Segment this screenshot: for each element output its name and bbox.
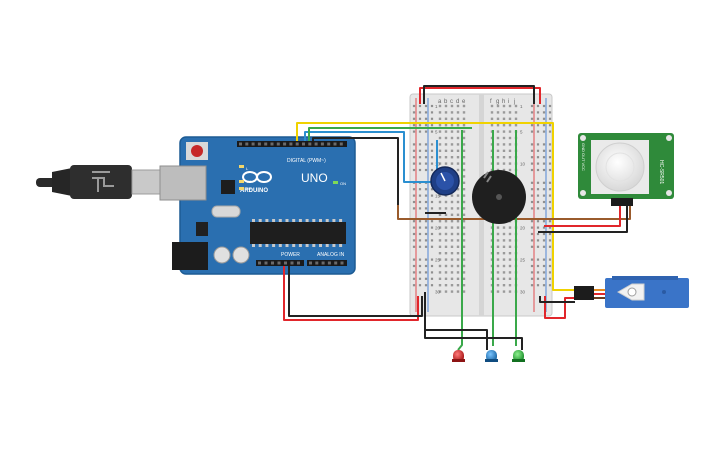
wire-black-servo (539, 296, 575, 303)
wire-red-5v (283, 266, 419, 321)
board-brand: ARDUINO (240, 188, 268, 194)
l-label: L (246, 166, 249, 171)
usb-icon (92, 171, 114, 192)
power-jack (172, 242, 208, 270)
wire-red-servo (544, 296, 575, 319)
breadboard-column-label: a (438, 99, 442, 105)
tx-label: TX (246, 179, 251, 184)
breadboard-column-label: g (496, 99, 499, 105)
atmega-chip (250, 222, 346, 244)
analog-header (307, 260, 347, 266)
breadboard-column-label: f (490, 99, 492, 105)
usb-cable (36, 165, 161, 199)
red-led (452, 350, 465, 362)
power-label: POWER (281, 252, 300, 258)
rx-label: RX (246, 186, 252, 191)
blue-led (485, 350, 498, 362)
reset-button (191, 145, 203, 157)
arduino-uno-board: ARDUINO UNO DIGITAL (PWM~) POWER ANALOG … (159, 136, 356, 275)
breadboard-row-label: 5 (520, 130, 523, 135)
pir-sensor: HC-SR501 GND OUT VCC (578, 133, 674, 206)
pir-model-label: HC-SR501 (658, 160, 664, 184)
breadboard-row-label: 20 (435, 226, 441, 231)
breadboard-row-label: 25 (435, 258, 441, 263)
breadboard-column-label: e (462, 99, 466, 105)
green-led (512, 350, 525, 362)
breadboard-column-label: d (456, 99, 459, 105)
breadboard-row-label: 25 (520, 258, 526, 263)
wire-led-gnd (424, 292, 523, 350)
breadboard-row-label: 20 (520, 226, 526, 231)
breadboard-column-label: i (508, 99, 509, 105)
pir-pins-label: GND OUT VCC (581, 143, 586, 171)
arduino-logo-icon (242, 171, 272, 183)
breadboard-column-label: b (444, 99, 448, 105)
wire-black-top (423, 85, 535, 104)
wire-yellow-servo (296, 122, 575, 291)
wire-black-gnd (288, 266, 423, 317)
breadboard-column-label: j (513, 99, 515, 105)
wire-black-2 (312, 137, 399, 205)
breadboard-row-label: 30 (435, 290, 441, 295)
breadboard-row-label: 1 (435, 104, 438, 109)
digital-label: DIGITAL (PWM~) (287, 158, 326, 164)
board-model: UNO (301, 171, 328, 185)
on-label: ON (340, 181, 346, 186)
breadboard-row-label: 1 (520, 104, 523, 109)
wire-red-top (419, 87, 541, 104)
micro-servo (574, 276, 689, 308)
piezo-buzzer (472, 170, 526, 224)
potentiometer[interactable] (430, 166, 460, 196)
wires (283, 85, 631, 351)
breadboard-column-label: h (502, 99, 505, 105)
wire-green-led (457, 130, 463, 351)
breadboard-row-label: 30 (520, 290, 526, 295)
wire-blue-pot (304, 131, 432, 183)
usb-jack (159, 165, 207, 201)
wire-led-gnd2 (425, 329, 488, 350)
wire-black-pir (538, 205, 628, 233)
breadboard-row-label: 15 (435, 194, 441, 199)
analog-label: ANALOG IN (317, 252, 345, 258)
breadboard-row-label: 10 (520, 162, 526, 167)
wire-red-pir (544, 205, 621, 227)
breadboard-row-label: 5 (435, 130, 438, 135)
wire-green-1 (308, 127, 472, 141)
breadboard-column-label: c (450, 99, 453, 105)
